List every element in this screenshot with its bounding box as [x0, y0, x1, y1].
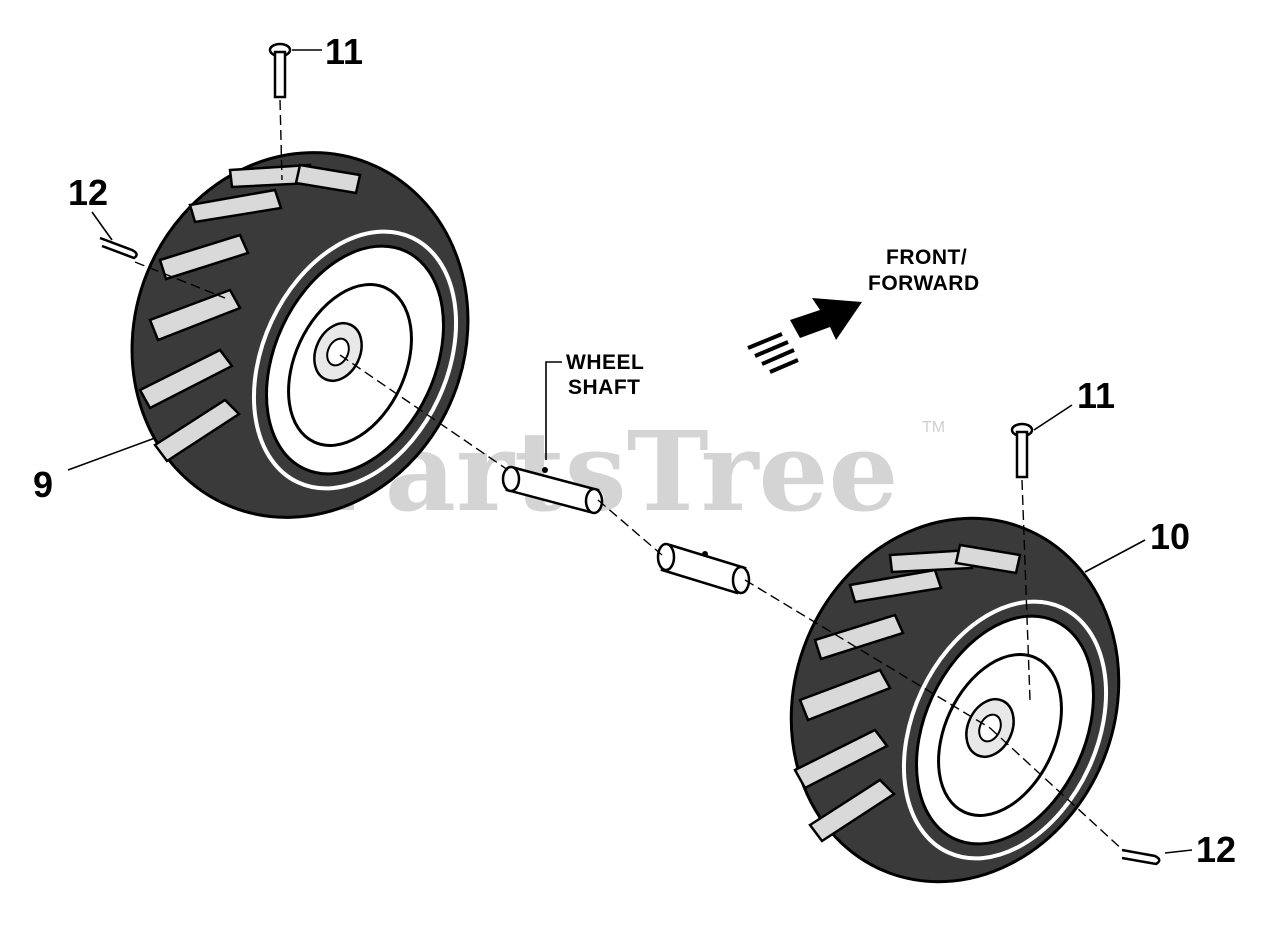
hairpin-clip-icon — [1121, 848, 1161, 866]
part-number-pin-right: 11 — [1077, 375, 1115, 416]
left-clip[interactable] — [99, 236, 138, 260]
part-number-wheel-right: 10 — [1150, 516, 1190, 557]
leader-clip-right — [1164, 849, 1193, 854]
wheel-shaft[interactable] — [501, 465, 751, 595]
leader-wheel-right — [1084, 539, 1146, 573]
leader-shaft — [545, 361, 562, 460]
arrow-icon — [747, 298, 862, 374]
leader-wheel-left — [67, 437, 156, 471]
left-wheel[interactable] — [78, 102, 523, 569]
leader-pin-right — [1033, 404, 1073, 431]
right-pin[interactable] — [1010, 422, 1034, 479]
axis-line-right — [744, 579, 991, 729]
part-number-wheel-left: 9 — [33, 464, 53, 505]
left-pin[interactable] — [268, 42, 292, 99]
leader-clip-left — [91, 211, 113, 241]
axis-line-clip-left — [134, 261, 226, 299]
left-tire-icon — [130, 151, 470, 519]
part-number-clip-right: 12 — [1196, 829, 1236, 870]
right-tire-icon — [789, 516, 1121, 884]
clevis-pin-icon — [1010, 422, 1034, 479]
direction-label-line2: FORWARD — [868, 272, 980, 295]
direction-label-line1: FRONT/ — [886, 246, 967, 269]
wheel-shaft-label-line1: WHEEL — [566, 351, 644, 374]
pin-right-guide — [1021, 479, 1031, 701]
right-clip[interactable] — [1121, 848, 1161, 866]
hairpin-clip-icon — [99, 236, 138, 260]
part-number-clip-left: 12 — [68, 172, 108, 213]
clevis-pin-icon — [268, 42, 292, 99]
axis-line-clip-right — [989, 727, 1126, 853]
pin-left-guide — [279, 99, 283, 181]
part-number-pin-left: 11 — [325, 31, 363, 72]
shaft-icon — [501, 465, 751, 595]
right-wheel[interactable] — [737, 469, 1172, 932]
wheel-shaft-label-line2: SHAFT — [568, 376, 641, 399]
axis-line-left — [339, 354, 509, 471]
watermark-trademark: TM — [922, 419, 945, 436]
